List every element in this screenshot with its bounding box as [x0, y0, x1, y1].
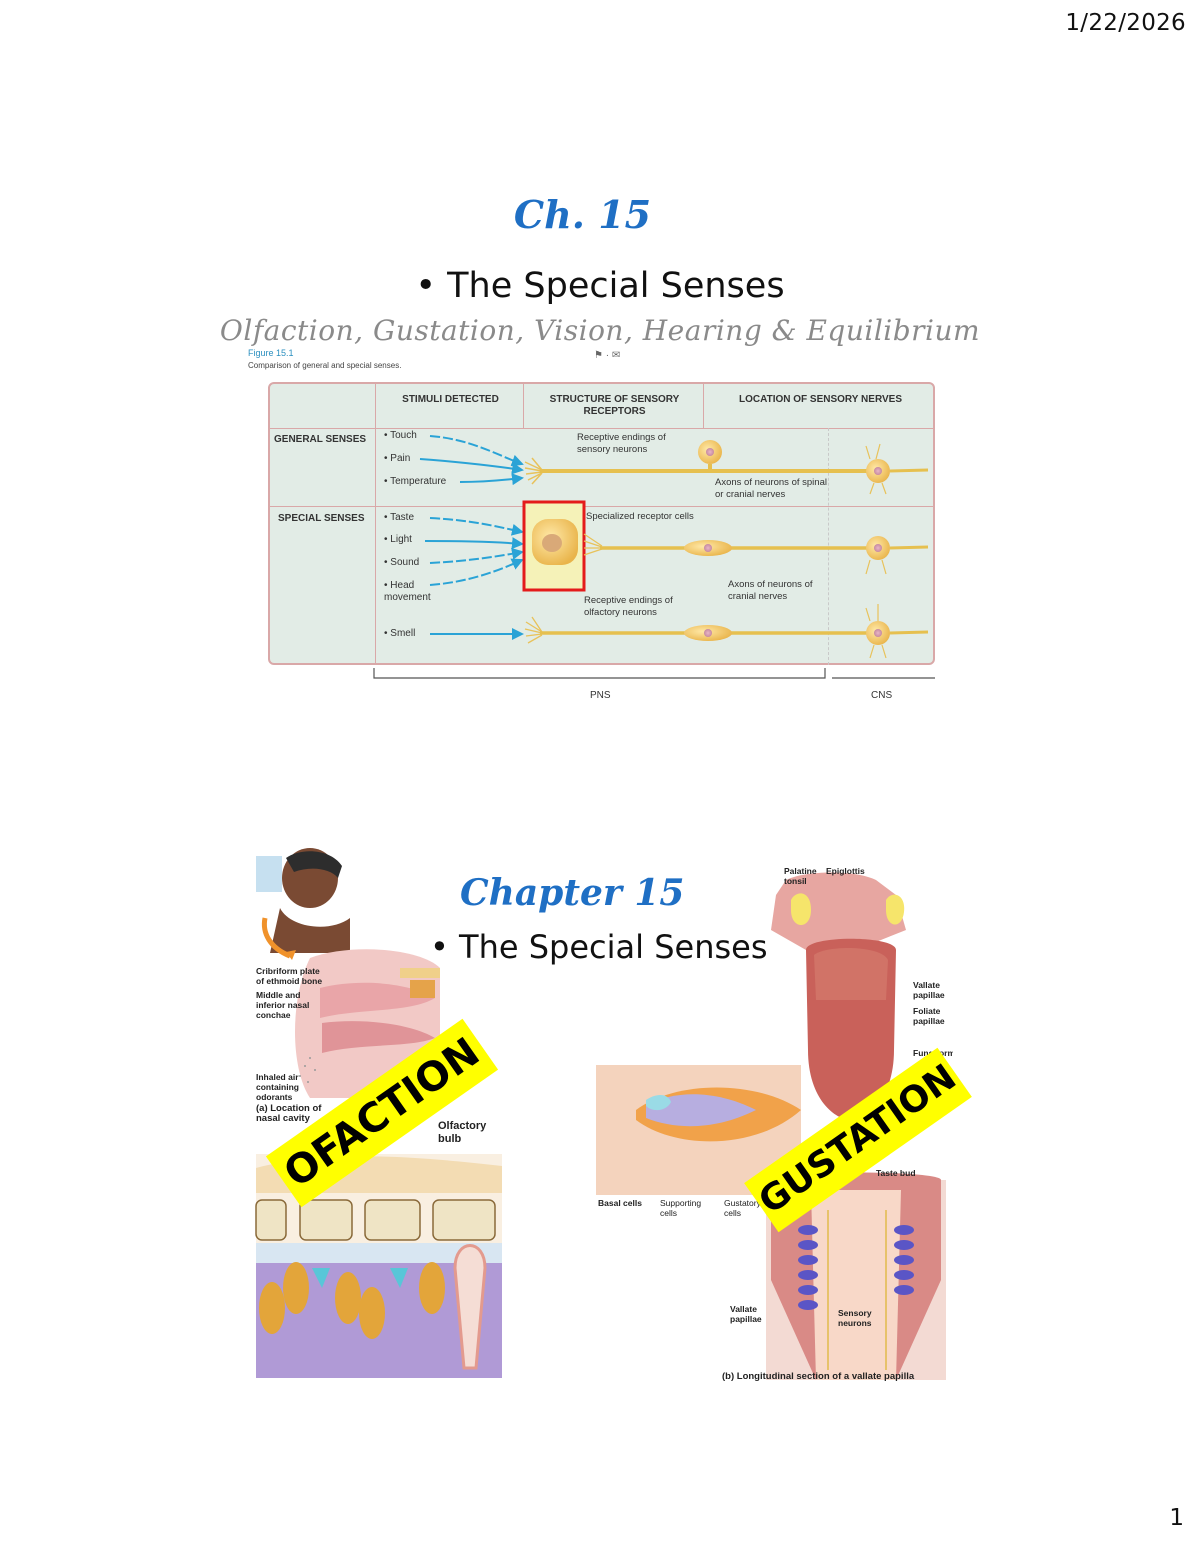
senses-comparison-table: STIMULI DETECTED STRUCTURE OF SENSORY RE… — [268, 382, 935, 665]
stimulus-temperature: • Temperature — [384, 476, 447, 487]
header-structure: STRUCTURE OF SENSORY RECEPTORS — [549, 394, 680, 417]
note-specialized-receptor: Specialized receptor cells — [586, 511, 694, 522]
stimulus-sound: • Sound — [384, 557, 420, 568]
label-cribriform: Cribriform plate of ethmoid bone — [256, 966, 323, 986]
pns-cns-brackets — [373, 668, 935, 679]
figure-label: Figure 15.1 — [248, 348, 294, 358]
label-location-nasal: (a) Location of nasal cavity — [256, 1103, 322, 1124]
cns-label: CNS — [871, 690, 893, 701]
label-palatine-tonsil: Palatine tonsil — [784, 866, 817, 886]
label-sensory-neurons: Sensory neurons — [838, 1308, 872, 1328]
olfaction-illustration — [255, 848, 502, 1378]
row-divider — [270, 506, 933, 507]
column-divider — [703, 384, 704, 428]
header-location: LOCATION OF SENSORY NERVES — [739, 394, 902, 405]
neuron-diagram — [419, 435, 929, 659]
row-header-special: SPECIAL SENSES — [278, 513, 365, 524]
figure-caption: Comparison of general and special senses… — [248, 361, 402, 370]
stimulus-touch: • Touch — [384, 430, 417, 441]
label-basal-cells: Basal cells — [598, 1198, 642, 1208]
label-inhaled-air: Inhaled air containing odorants — [256, 1072, 299, 1102]
label-vallate-papillae-b: Vallate papillae — [730, 1304, 762, 1324]
table-header-row — [270, 384, 933, 429]
note-axons-spinal: Axons of neurons of spinal or cranial ne… — [715, 477, 827, 500]
header-stimuli: STIMULI DETECTED — [402, 394, 499, 405]
slide-subtitle: Olfaction, Gustation, Vision, Hearing & … — [219, 314, 981, 347]
pns-label: PNS — [590, 690, 611, 701]
label-olfactory-bulb: Olfactory bulb — [438, 1120, 487, 1145]
label-supporting-cells: Supporting cells — [660, 1198, 702, 1218]
column-divider — [523, 384, 524, 428]
note-axons-cranial: Axons of neurons of cranial nerves — [728, 579, 813, 602]
slide-title: Ch. 15 — [513, 192, 652, 237]
page-number: 1 — [1169, 1505, 1184, 1531]
row-header-general: GENERAL SENSES — [274, 434, 367, 445]
stimulus-taste: • Taste — [384, 512, 414, 523]
label-vallate-papillae: Vallate papillae — [913, 980, 945, 1000]
stimulus-head-movement: • Head movement — [384, 580, 431, 603]
stimulus-pain: • Pain — [384, 453, 411, 464]
label-foliate-papillae: Foliate papillae — [913, 1006, 945, 1026]
page-date: 1/22/2026 — [1065, 10, 1186, 36]
stimulus-light: • Light — [384, 534, 412, 545]
label-gustatory-cells: Gustatory cells — [724, 1198, 761, 1218]
label-epiglottis: Epiglottis — [826, 866, 865, 876]
figure-tool-icons: ⚑ · ✉ — [594, 350, 621, 361]
label-taste-bud: Taste bud — [876, 1168, 916, 1178]
slide-title: Chapter 15 — [460, 872, 685, 914]
column-divider — [375, 384, 376, 663]
stimulus-smell: • Smell — [384, 628, 416, 639]
slide-bullet: • The Special Senses — [430, 928, 768, 966]
label-caption-b: (b) Longitudinal section of a vallate pa… — [722, 1372, 915, 1382]
label-conchae: Middle and inferior nasal conchae — [256, 990, 310, 1020]
gustation-illustration — [596, 872, 946, 1380]
slide-bullet: • The Special Senses — [415, 266, 785, 306]
note-olfactory-endings: Receptive endings of olfactory neurons — [584, 595, 673, 618]
note-receptive-endings: Receptive endings of sensory neurons — [577, 432, 666, 455]
